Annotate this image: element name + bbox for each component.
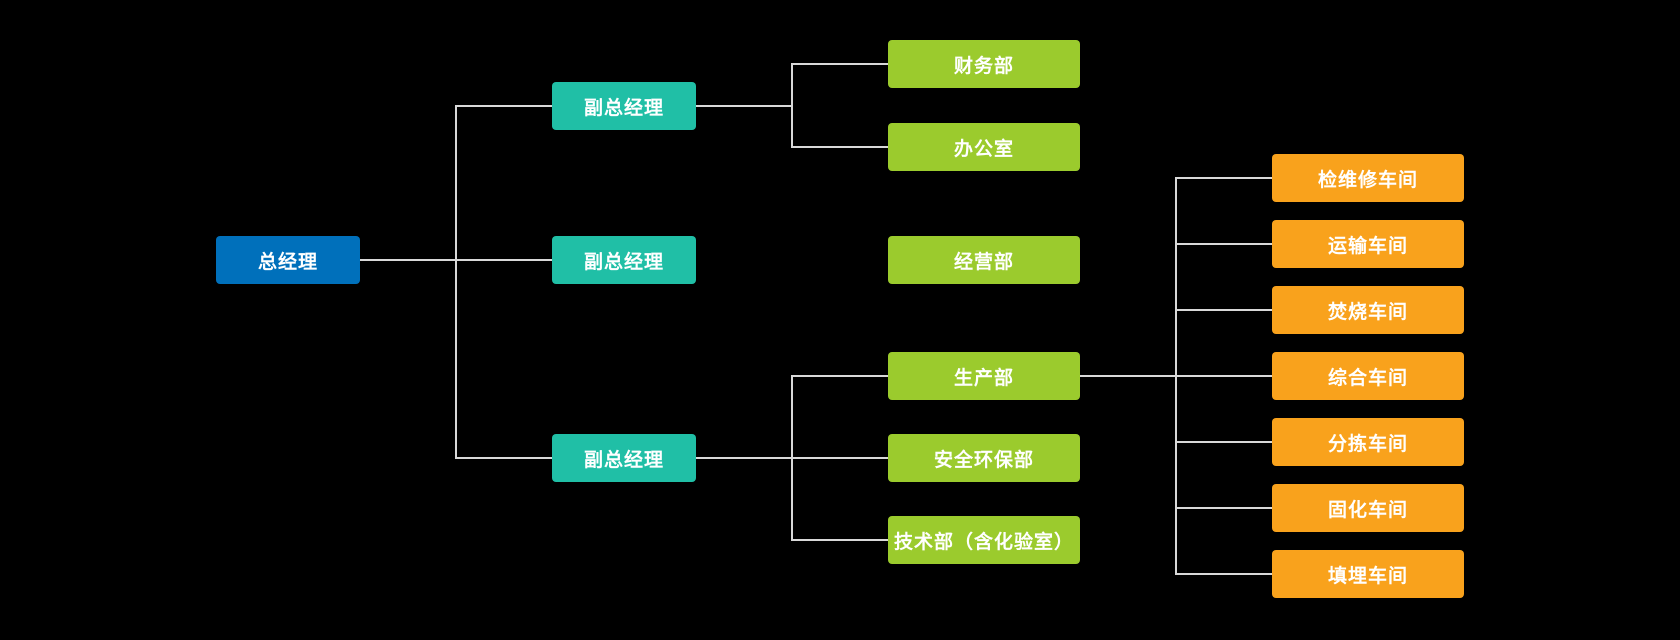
connector-trunk4-to-sorting <box>1176 441 1272 443</box>
node-transport-workshop[interactable]: 运输车间 <box>1272 220 1464 268</box>
node-landfill-workshop[interactable]: 填埋车间 <box>1272 550 1464 598</box>
connector-trunk2-to-office <box>792 146 888 148</box>
node-finance-dept[interactable]: 财务部 <box>888 40 1080 88</box>
node-solidification-workshop[interactable]: 固化车间 <box>1272 484 1464 532</box>
connector-trunk3-to-production <box>792 375 888 377</box>
node-general-manager[interactable]: 总经理 <box>216 236 360 284</box>
node-deputy-gm-3[interactable]: 副总经理 <box>552 434 696 482</box>
node-technology-dept[interactable]: 技术部（含化验室） <box>888 516 1080 564</box>
connector-trunk1-vertical <box>455 105 457 459</box>
connector-root-to-trunk1 <box>360 259 456 261</box>
node-operations-dept[interactable]: 经营部 <box>888 236 1080 284</box>
connector-trunk2-vertical <box>791 63 793 148</box>
connector-trunk4-to-incineration <box>1176 309 1272 311</box>
node-office[interactable]: 办公室 <box>888 123 1080 171</box>
node-comprehensive-workshop[interactable]: 综合车间 <box>1272 352 1464 400</box>
node-maintenance-workshop[interactable]: 检维修车间 <box>1272 154 1464 202</box>
node-deputy-gm-1[interactable]: 副总经理 <box>552 82 696 130</box>
connector-deputy1-to-trunk2 <box>696 105 792 107</box>
node-safety-env-dept[interactable]: 安全环保部 <box>888 434 1080 482</box>
node-incineration-workshop[interactable]: 焚烧车间 <box>1272 286 1464 334</box>
connector-trunk4-to-landfill <box>1176 573 1272 575</box>
connector-trunk4-to-transport <box>1176 243 1272 245</box>
node-sorting-workshop[interactable]: 分拣车间 <box>1272 418 1464 466</box>
connector-trunk2-to-finance <box>792 63 888 65</box>
connector-trunk3-vertical <box>791 375 793 541</box>
connector-trunk1-to-deputy2 <box>456 259 552 261</box>
connector-trunk3-to-technology <box>792 539 888 541</box>
connector-trunk4-to-solidification <box>1176 507 1272 509</box>
node-deputy-gm-2[interactable]: 副总经理 <box>552 236 696 284</box>
connector-trunk4-vertical <box>1175 177 1177 575</box>
connector-trunk4-to-maintenance <box>1176 177 1272 179</box>
connector-trunk1-to-deputy1 <box>456 105 552 107</box>
connector-trunk1-to-deputy3 <box>456 457 552 459</box>
node-production-dept[interactable]: 生产部 <box>888 352 1080 400</box>
